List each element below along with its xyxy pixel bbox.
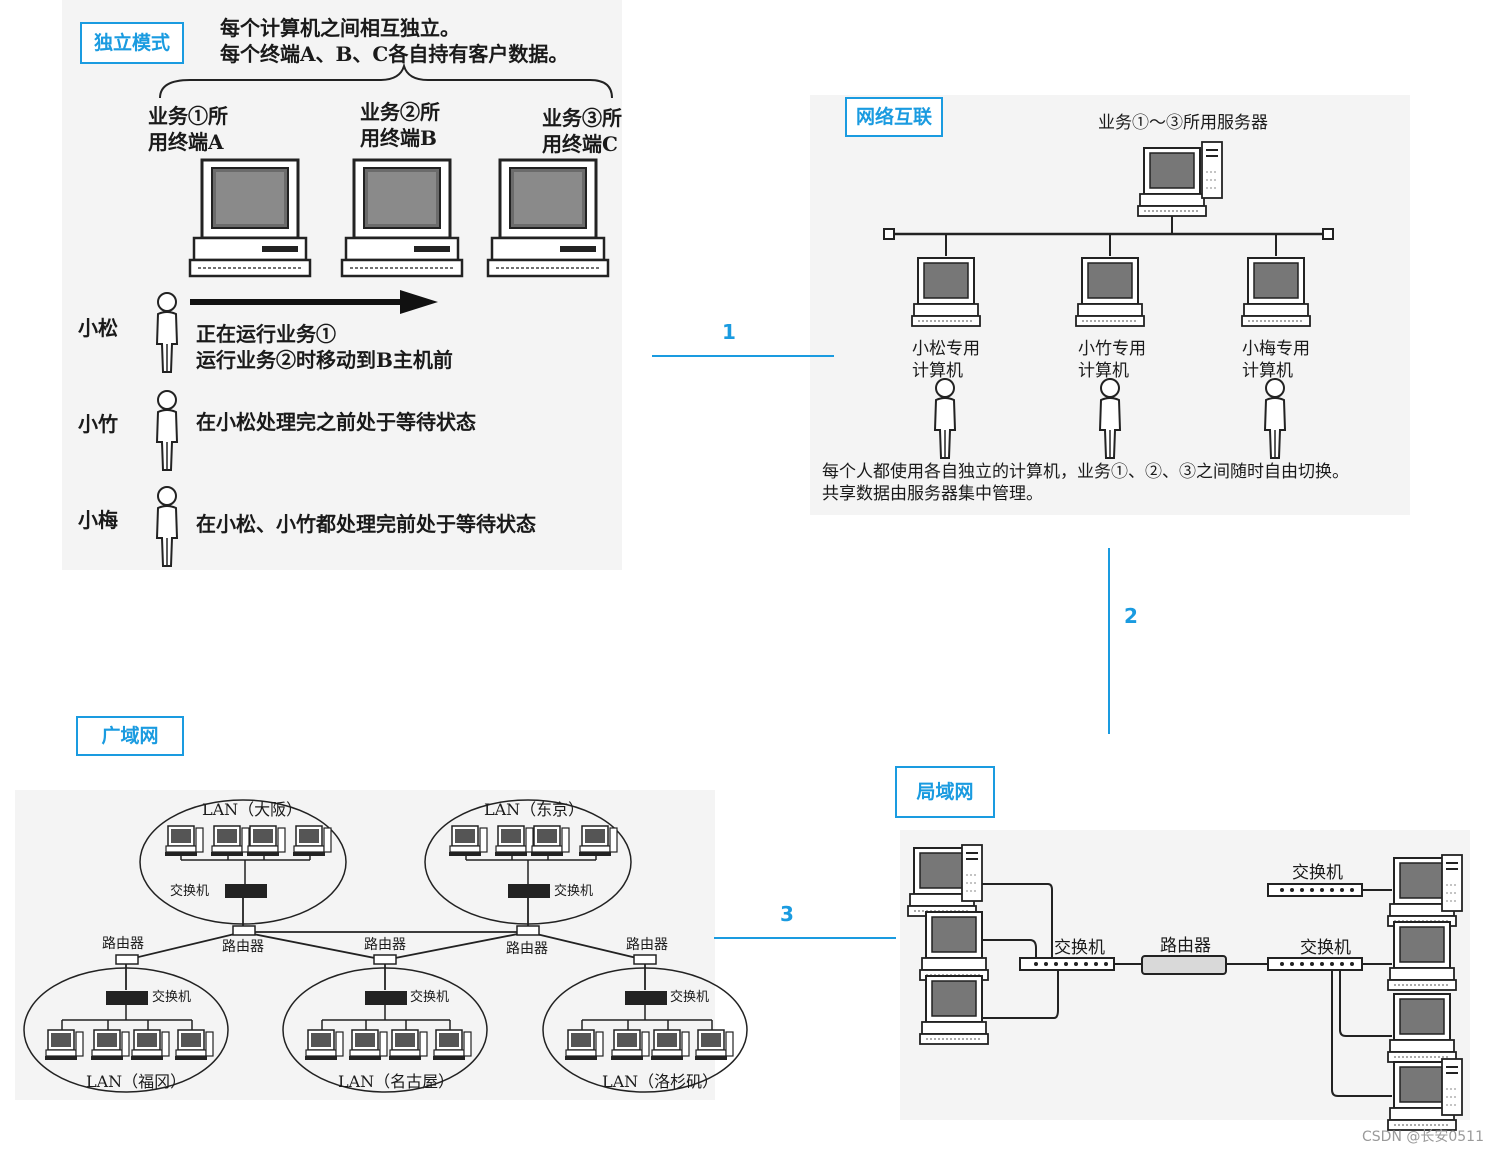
terminal-c-label: 业务③所 用终端C	[542, 106, 622, 156]
lan-tag: 局域网	[895, 766, 995, 818]
lan-label-osaka: LAN（大阪）	[202, 800, 303, 819]
standalone-summary: 每个计算机之间相互独立。 每个终端A、B、C各自持有客户数据。	[220, 16, 569, 66]
person-status-xiaomei: 在小松、小竹都处理完前处于等待状态	[196, 512, 536, 536]
computer-label-xiaozhu: 小竹专用 计算机	[1078, 339, 1146, 382]
connector-line-3	[714, 937, 896, 939]
person-status-xiaozhu: 在小松处理完之前处于等待状态	[196, 410, 476, 434]
connector-number-3: 3	[780, 902, 794, 926]
connector-line-1	[652, 355, 834, 357]
router-label-3: 路由器	[364, 937, 406, 953]
terminal-a-label: 业务①所 用终端A	[148, 104, 228, 154]
connector-number-1: 1	[722, 320, 736, 344]
lan-label-tokyo: LAN（东京）	[484, 800, 585, 819]
switch-label-la: 交换机	[670, 990, 710, 1005]
person-name-xiaosong: 小松	[78, 316, 118, 340]
switch-label-fukuoka: 交换机	[152, 990, 192, 1005]
lan-label-la: LAN（洛杉矶）	[602, 1072, 719, 1091]
switch-label-tokyo: 交换机	[554, 884, 594, 899]
person-status-xiaosong: 正在运行业务① 运行业务②时移动到B主机前	[196, 322, 453, 372]
watermark: CSDN @长安0511	[1362, 1129, 1484, 1145]
network-caption: 每个人都使用各自独立的计算机，业务①、②、③之间随时自由切换。 共享数据由服务器…	[822, 462, 1349, 505]
lan-label-nagoya: LAN（名古屋）	[338, 1072, 455, 1091]
computer-label-xiaosong: 小松专用 计算机	[912, 339, 980, 382]
lan-switch-label-right-lower: 交换机	[1300, 938, 1351, 958]
lan-switch-label-right-upper: 交换机	[1292, 863, 1343, 883]
standalone-panel	[62, 0, 622, 570]
person-name-xiaomei: 小梅	[78, 508, 118, 532]
computer-label-xiaomei: 小梅专用 计算机	[1242, 339, 1310, 382]
router-label-2: 路由器	[222, 939, 264, 955]
network-interconnect-tag: 网络互联	[845, 97, 943, 137]
lan-router-label: 路由器	[1160, 936, 1211, 956]
router-label-1: 路由器	[102, 936, 144, 952]
router-label-5: 路由器	[626, 937, 668, 953]
person-name-xiaozhu: 小竹	[78, 412, 118, 436]
connector-line-2	[1108, 548, 1110, 734]
standalone-mode-tag: 独立模式	[80, 22, 184, 64]
wan-tag: 广域网	[76, 716, 184, 756]
connector-number-2: 2	[1124, 604, 1138, 628]
router-label-4: 路由器	[506, 941, 548, 957]
lan-label-fukuoka: LAN（福冈）	[86, 1072, 187, 1091]
switch-label-osaka: 交换机	[170, 884, 210, 899]
server-label: 业务①～③所用服务器	[1098, 113, 1268, 133]
lan-switch-label-left: 交换机	[1054, 938, 1105, 958]
switch-label-nagoya: 交换机	[410, 990, 450, 1005]
terminal-b-label: 业务②所 用终端B	[360, 100, 440, 150]
